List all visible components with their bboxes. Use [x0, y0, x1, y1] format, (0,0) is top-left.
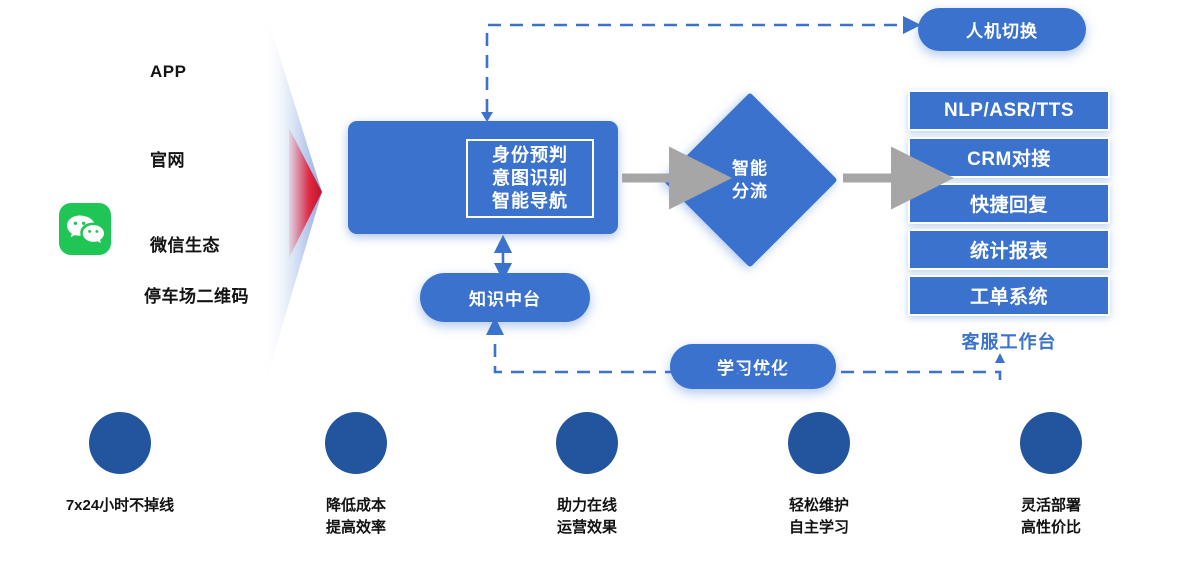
arrowhead-feedback-up	[995, 353, 1005, 363]
routing-line-2: 分流	[732, 182, 768, 201]
benefit-3-line-2: 运营效果	[556, 519, 617, 536]
core-engine-line-2: 意图识别	[492, 168, 568, 188]
benefit-1-line-1: 7x24小时不掉线	[65, 497, 175, 514]
channel-label-website: 官网	[150, 151, 185, 170]
benefit-label-5: 灵活部署 高性价比	[971, 495, 1131, 539]
benefit-label-4: 轻松维护 自主学习	[739, 495, 899, 539]
dashed-path-to-handover	[485, 15, 921, 112]
pill-knowledge-hub[interactable]: 知识中台	[420, 273, 590, 322]
benefit-4-line-2: 自主学习	[788, 519, 849, 536]
benefit-4-line-1: 轻松维护	[788, 497, 849, 514]
routing-line-1: 智能	[732, 159, 768, 178]
benefit-circle-3	[556, 412, 618, 474]
core-engine-line-1: 身份预判	[492, 145, 568, 165]
core-engine-inner-frame: 身份预判 意图识别 智能导航	[466, 139, 594, 218]
workbench-box-report[interactable]: 统计报表	[908, 229, 1110, 270]
workbench-caption: 客服工作台	[961, 332, 1057, 352]
core-engine-box[interactable]: 身份预判 意图识别 智能导航	[348, 121, 618, 234]
benefit-3-line-1: 助力在线	[556, 497, 617, 514]
core-engine-line-3: 智能导航	[492, 191, 568, 211]
benefit-circle-2	[325, 412, 387, 474]
benefit-circle-4	[788, 412, 850, 474]
benefit-circle-1	[89, 412, 151, 474]
workbench-box-quick-reply[interactable]: 快捷回复	[908, 183, 1110, 224]
channel-label-wechat: 微信生态	[150, 236, 220, 255]
workbench-box-nlp[interactable]: NLP/ASR/TTS	[908, 90, 1110, 131]
workbench-box-ticket[interactable]: 工单系统	[908, 275, 1110, 316]
benefit-5-line-1: 灵活部署	[1020, 497, 1081, 514]
channel-label-app: APP	[150, 62, 187, 81]
routing-diamond-label: 智能 分流	[688, 118, 812, 242]
benefit-label-2: 降低成本 提高效率	[276, 495, 436, 539]
benefit-label-3: 助力在线 运营效果	[507, 495, 667, 539]
pill-human-handover[interactable]: 人机切换	[918, 8, 1086, 51]
benefit-5-line-2: 高性价比	[1020, 519, 1081, 536]
workbench-box-crm[interactable]: CRM对接	[908, 137, 1110, 178]
benefit-2-line-1: 降低成本	[325, 497, 386, 514]
channel-label-parking-qr: 停车场二维码	[144, 287, 249, 306]
wechat-icon	[59, 203, 111, 255]
funnel-shape	[262, 0, 322, 394]
benefit-label-1: 7x24小时不掉线	[20, 495, 220, 517]
benefit-circle-5	[1020, 412, 1082, 474]
benefit-2-line-2: 提高效率	[325, 519, 386, 536]
pill-learning-optimization[interactable]: 学习优化	[670, 344, 836, 389]
